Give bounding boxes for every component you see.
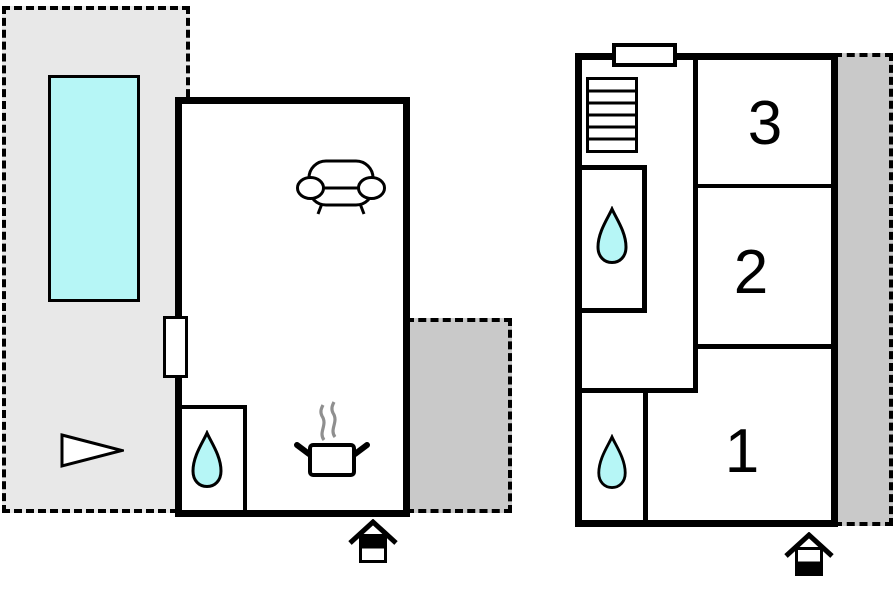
water-drop-icon	[595, 434, 629, 491]
direction-arrow-icon	[60, 433, 124, 468]
entrance-house-icon	[348, 519, 398, 565]
pool	[48, 75, 140, 302]
room-number-3: 3	[747, 89, 783, 158]
window	[612, 43, 677, 67]
room-number-2: 2	[733, 238, 769, 307]
cooking-pot-icon	[292, 398, 372, 478]
interior-wall	[698, 184, 831, 188]
stairs-icon	[586, 77, 638, 153]
interior-wall	[693, 60, 698, 393]
side-terrace-area	[406, 318, 512, 513]
water-drop-icon	[189, 430, 225, 490]
water-drop-icon	[594, 206, 630, 266]
door	[163, 316, 188, 378]
room-number-1: 1	[724, 417, 760, 486]
sofa-icon	[296, 157, 386, 217]
interior-wall	[582, 388, 698, 393]
interior-wall	[698, 344, 831, 349]
balcony-area	[834, 53, 893, 526]
interior-wall	[643, 393, 648, 520]
entrance-house-icon	[784, 532, 834, 578]
